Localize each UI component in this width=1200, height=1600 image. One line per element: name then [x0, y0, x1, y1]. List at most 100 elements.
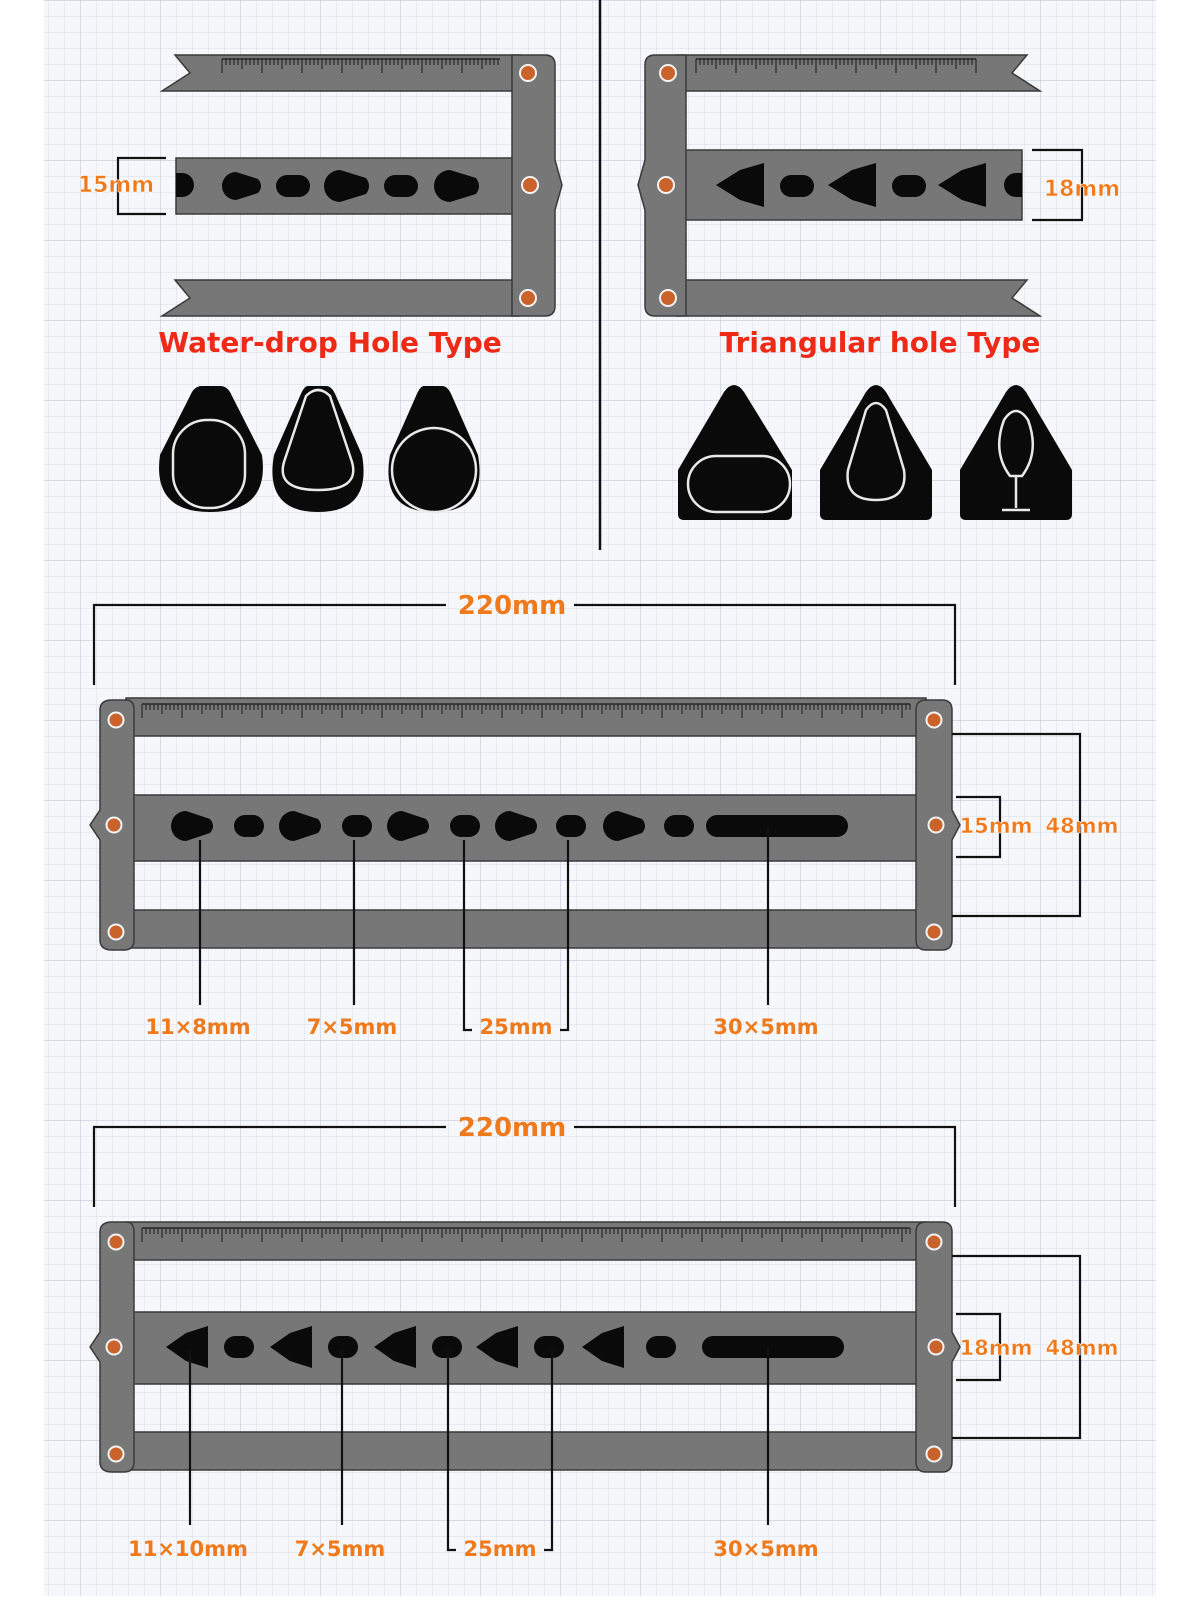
callout-label: 7×5mm [307, 1015, 398, 1039]
callout-label: 11×10mm [128, 1537, 248, 1561]
slot-width-dimension [956, 1312, 1002, 1382]
height-dimension [952, 1254, 1082, 1440]
triangle-teardrop-sample [820, 385, 932, 520]
rivet [105, 1338, 123, 1356]
callout-leader [544, 1350, 554, 1552]
water-drop-ruler-full: 220mm 15mm 48mm 11×8mm 7×5mm 25mm 30×5mm [89, 591, 1119, 1039]
callout-leader [560, 840, 570, 1032]
rivet [659, 64, 677, 82]
drop-hole [279, 811, 321, 841]
hole-row [171, 811, 694, 841]
callout-leader [446, 1350, 456, 1552]
triangle-hole [476, 1326, 518, 1368]
oval-hole [664, 815, 694, 837]
triangle-hole [166, 1326, 208, 1368]
height-label: 48mm [1046, 814, 1119, 838]
length-dimension-left [92, 1125, 446, 1207]
triangular-ruler-full: 220mm 18mm 48mm 11×10mm 7×5mm 25mm 30×5m… [89, 1113, 1119, 1561]
width-label: 15mm [78, 173, 154, 198]
long-slot-hole [702, 1336, 844, 1358]
drop-circle-sample [388, 386, 480, 514]
oval-hole [224, 1336, 254, 1358]
triangle-hole [828, 163, 876, 207]
length-dimension-right [574, 603, 957, 685]
length-dimension-left [92, 603, 446, 685]
length-dimension-right [574, 1125, 957, 1207]
callout-label: 11×8mm [145, 1015, 250, 1039]
oval-hole [384, 175, 418, 197]
rivet [925, 711, 943, 729]
oval-hole [342, 815, 372, 837]
length-label: 220mm [458, 591, 566, 621]
rivet [927, 816, 945, 834]
oval-hole [556, 815, 586, 837]
ruler-ticks [221, 58, 500, 73]
triangle-hole [582, 1326, 624, 1368]
triangle-hole [270, 1326, 312, 1368]
rivet [107, 1445, 125, 1463]
drop-hole [171, 811, 213, 841]
ruler-ticks [695, 58, 977, 73]
oval-hole [1004, 173, 1022, 197]
rivet [659, 289, 677, 307]
rivet [107, 711, 125, 729]
rivet [107, 923, 125, 941]
triangle-oval-sample [678, 385, 792, 520]
hole-type-title: Triangular hole Type [720, 326, 1041, 359]
long-slot-hole [706, 815, 848, 837]
rivet [519, 289, 537, 307]
triangular-ruler-closeup: 18mm Triangular hole Type [637, 54, 1121, 520]
rivet [925, 923, 943, 941]
width-dimension-bracket [1032, 148, 1084, 222]
height-label: 48mm [1046, 1336, 1119, 1360]
oval-hole [534, 1336, 564, 1358]
drop-hole [387, 811, 429, 841]
oval-hole [432, 1336, 462, 1358]
triangle-hole [374, 1326, 416, 1368]
hole-slot-bar [125, 1311, 927, 1385]
slot-width-label: 18mm [960, 1336, 1033, 1360]
bottom-bar [125, 909, 927, 949]
oval-hole [276, 175, 310, 197]
oval-hole [328, 1336, 358, 1358]
bottom-bar [675, 279, 1043, 317]
water-drop-ruler-closeup: 15mm Water-drop Hole Type [77, 54, 563, 514]
width-label: 18mm [1044, 177, 1120, 202]
callout-label: 25mm [480, 1015, 553, 1039]
rivet [519, 64, 537, 82]
drop-hole [603, 811, 645, 841]
oval-hole [780, 175, 814, 197]
height-dimension [952, 732, 1082, 918]
rivet [927, 1338, 945, 1356]
ruler-ticks [141, 703, 911, 718]
rivet [657, 176, 675, 194]
oval-hole [450, 815, 480, 837]
slot-width-dimension [956, 795, 1002, 859]
slot-width-label: 15mm [960, 814, 1033, 838]
bottom-bar [125, 1431, 927, 1471]
triangle-keyhole-sample [960, 385, 1072, 520]
drop-hole [324, 170, 369, 202]
rivet [105, 816, 123, 834]
callout-label: 25mm [464, 1537, 537, 1561]
oval-hole [892, 175, 926, 197]
top-bar [675, 54, 1043, 92]
rivet [107, 1233, 125, 1251]
drop-hole [176, 173, 194, 197]
rivet [521, 176, 539, 194]
triangle-hole [938, 163, 986, 207]
oval-hole [234, 815, 264, 837]
callout-label: 30×5mm [713, 1015, 818, 1039]
triangle-hole [716, 163, 764, 207]
bottom-bar [159, 279, 521, 317]
rivet [925, 1233, 943, 1251]
oval-hole [646, 1336, 676, 1358]
length-label: 220mm [458, 1113, 566, 1143]
rivet [925, 1445, 943, 1463]
callout-leader [462, 840, 472, 1032]
hole-row [166, 1326, 676, 1368]
ruler-ticks [141, 1227, 911, 1242]
callout-label: 7×5mm [295, 1537, 386, 1561]
drop-hole [434, 170, 479, 202]
